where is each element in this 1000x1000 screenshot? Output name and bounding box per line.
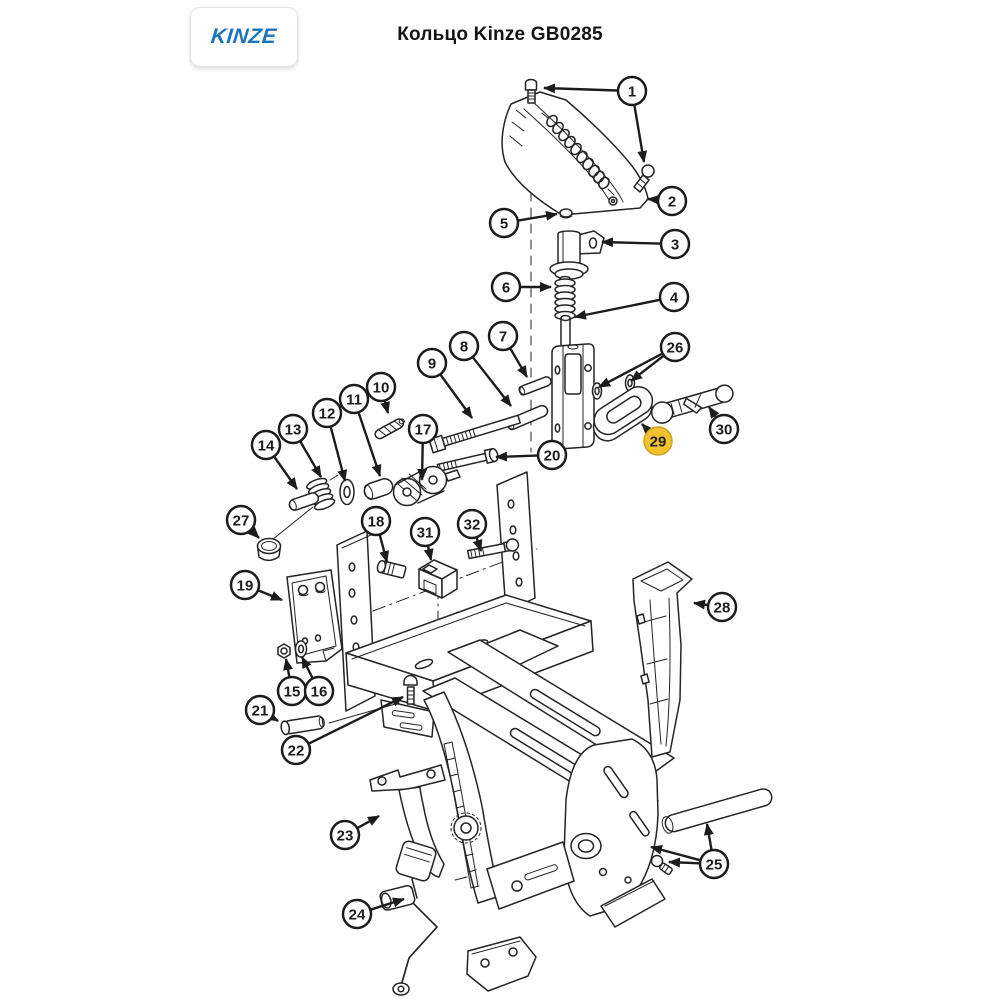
svg-text:3: 3 <box>671 236 679 253</box>
callout-29: 29 <box>641 423 673 456</box>
callout-6: 6 <box>490 271 552 303</box>
svg-text:6: 6 <box>502 279 510 296</box>
svg-text:32: 32 <box>464 516 481 533</box>
svg-text:16: 16 <box>311 683 328 700</box>
callout-26: 26 <box>598 331 691 389</box>
part-washer-16 <box>294 640 308 658</box>
svg-text:8: 8 <box>460 338 468 355</box>
svg-text:7: 7 <box>499 328 507 345</box>
callout-19: 19 <box>229 569 283 602</box>
svg-text:17: 17 <box>415 421 432 438</box>
callout-3: 3 <box>601 228 691 260</box>
callout-27: 27 <box>225 504 260 539</box>
callout-18: 18 <box>360 505 392 563</box>
svg-text:26: 26 <box>667 339 684 356</box>
callout-16: 16 <box>300 656 335 707</box>
part-roll-pin <box>374 418 405 440</box>
part-bolt-18 <box>376 559 407 579</box>
svg-text:19: 19 <box>237 577 254 594</box>
part-seed-tube <box>632 561 693 758</box>
callout-20: 20 <box>495 439 568 471</box>
part-ring-plate <box>592 386 654 442</box>
callout-22: 22 <box>280 695 404 766</box>
callout-8: 8 <box>448 330 512 407</box>
svg-text:20: 20 <box>544 447 561 464</box>
svg-text:18: 18 <box>368 513 385 530</box>
callout-31: 31 <box>409 516 441 561</box>
svg-text:11: 11 <box>346 391 362 408</box>
svg-text:22: 22 <box>288 742 305 759</box>
callout-7: 7 <box>487 320 529 378</box>
part-pin-14 <box>288 492 320 511</box>
svg-text:15: 15 <box>284 683 301 700</box>
part-bolt-22 <box>403 674 418 705</box>
callout-1: 1 <box>543 75 648 163</box>
callout-23: 23 <box>329 814 380 851</box>
part-bolt-20 <box>436 447 499 473</box>
part-washer-12 <box>339 478 355 506</box>
svg-text:12: 12 <box>319 405 336 422</box>
kinze-logo: KINZE <box>190 7 298 67</box>
part-spring <box>554 275 576 321</box>
svg-text:5: 5 <box>500 215 508 232</box>
svg-text:1: 1 <box>628 83 636 100</box>
part-clip-31 <box>418 559 458 599</box>
part-clevis-bracket <box>551 343 595 450</box>
callout-2: 2 <box>647 185 688 217</box>
svg-text:29: 29 <box>650 433 667 450</box>
svg-text:31: 31 <box>417 524 434 541</box>
callout-9: 9 <box>416 347 473 419</box>
part-bolt-9 <box>428 414 521 454</box>
svg-text:21: 21 <box>252 702 269 719</box>
callout-17: 17 <box>407 413 439 481</box>
svg-text:30: 30 <box>716 421 733 438</box>
part-row-unit-plate <box>466 738 666 992</box>
callout-5: 5 <box>488 207 558 239</box>
svg-text:4: 4 <box>670 289 679 306</box>
part-bushing-11 <box>363 477 394 500</box>
callout-24: 24 <box>341 897 405 930</box>
svg-text:10: 10 <box>373 379 390 396</box>
callout-32: 32 <box>456 508 488 552</box>
callout-10: 10 <box>365 371 397 414</box>
part-plug <box>256 537 282 562</box>
page-title: Кольцо Kinze GB0285 <box>397 24 603 45</box>
part-hopper-cover <box>501 91 649 216</box>
callout-30: 30 <box>708 406 740 445</box>
part-bolt-top <box>524 78 538 104</box>
svg-text:25: 25 <box>706 856 723 873</box>
callout-11: 11 <box>338 383 382 477</box>
svg-text:9: 9 <box>428 355 436 372</box>
callout-28: 28 <box>693 591 738 623</box>
part-chain-arm <box>423 691 501 904</box>
callout-15: 15 <box>276 658 308 707</box>
callout-21: 21 <box>244 694 279 726</box>
part-tube <box>650 788 773 876</box>
svg-text:13: 13 <box>285 421 302 438</box>
svg-text:28: 28 <box>714 599 731 616</box>
part-nut-15 <box>277 643 291 659</box>
callout-14: 14 <box>250 429 298 490</box>
part-pivot-casting <box>549 230 605 280</box>
svg-text:27: 27 <box>233 512 250 529</box>
callout-4: 4 <box>574 281 690 320</box>
part-pin-21 <box>280 702 400 736</box>
part-bolt-32 <box>466 538 520 560</box>
part-pin-7 <box>518 376 552 396</box>
callout-25: 25 <box>650 823 730 880</box>
part-bolt-right <box>633 164 655 193</box>
part-crank-arm <box>379 840 468 996</box>
part-chain-idler <box>392 465 461 507</box>
svg-text:14: 14 <box>258 437 275 454</box>
callout-12: 12 <box>311 397 348 482</box>
part-cap <box>559 208 573 219</box>
callout-13: 13 <box>277 413 323 478</box>
part-ball-link <box>650 384 734 424</box>
svg-text:23: 23 <box>337 827 354 844</box>
svg-text:2: 2 <box>668 193 676 210</box>
svg-text:24: 24 <box>349 906 366 923</box>
